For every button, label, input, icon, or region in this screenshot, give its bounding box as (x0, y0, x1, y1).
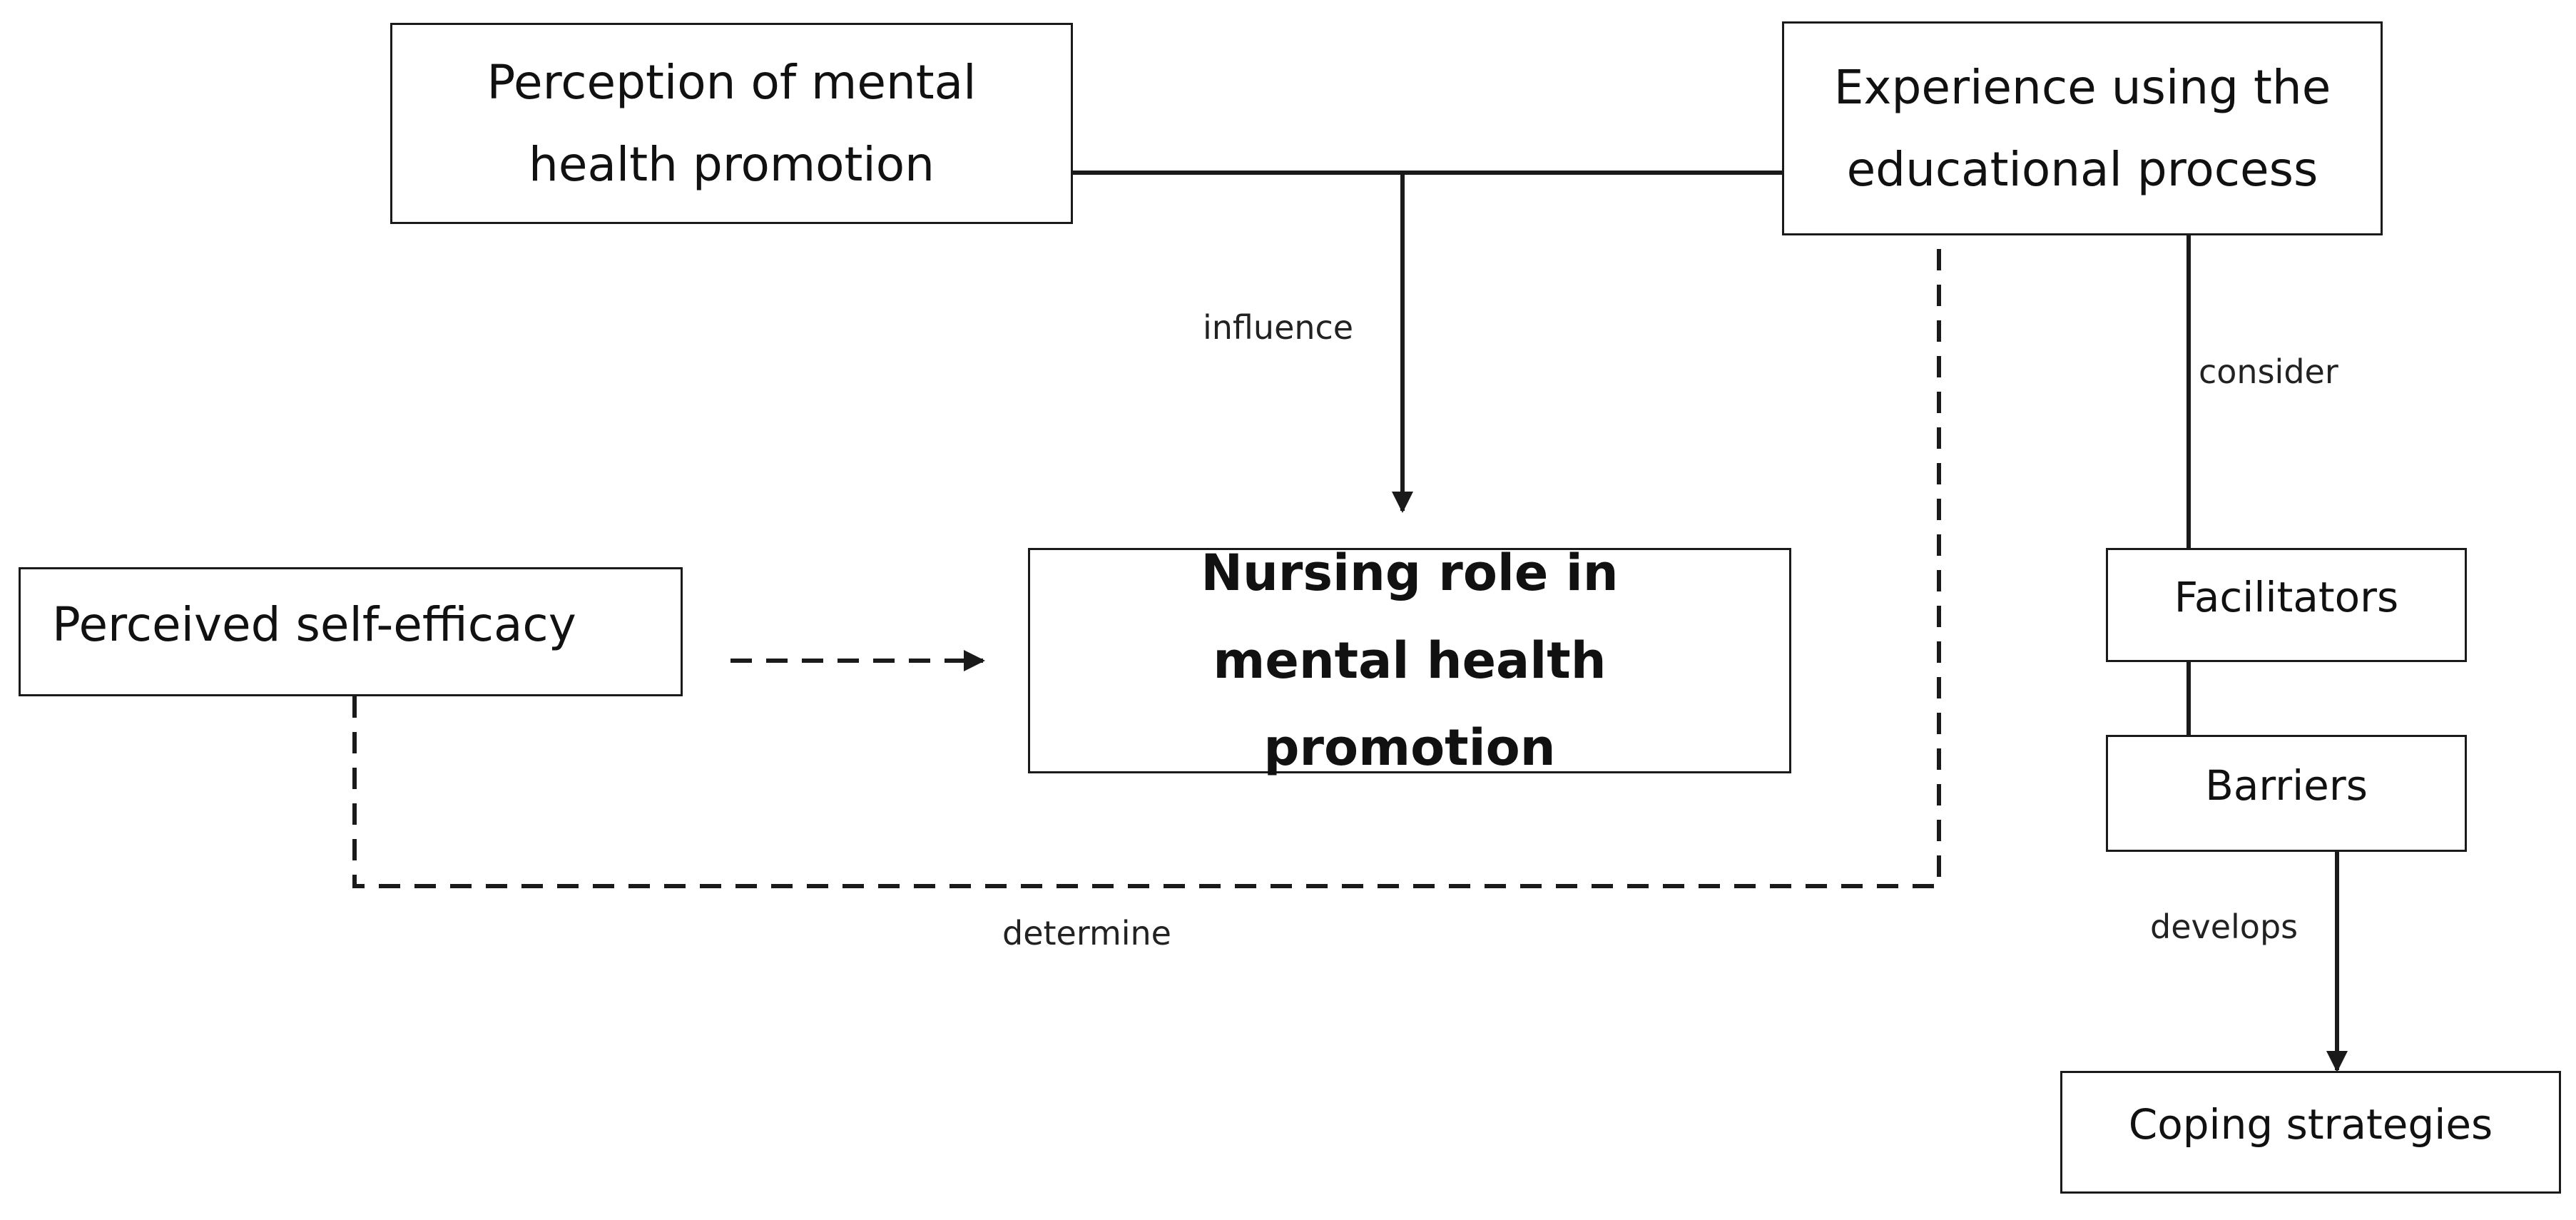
nursing-role-label: Nursing role in mental health promotion (1201, 544, 1619, 778)
facilitators-box: Facilitators (2106, 548, 2467, 662)
experience-label: Experience using the educational process (1833, 59, 2331, 198)
determine-label: determine (1002, 914, 1171, 952)
self-efficacy-box: Perceived self-efficacy (19, 567, 683, 696)
develops-label: develops (2150, 908, 2298, 946)
barriers-box: Barriers (2106, 735, 2467, 852)
determine-dashed-path (352, 235, 1941, 888)
experience-box: Experience using the educational process (1782, 21, 2383, 235)
barriers-label: Barriers (2205, 761, 2368, 810)
coping-box: Coping strategies (2060, 1071, 2561, 1194)
consider-label: consider (2199, 352, 2338, 391)
facilitators-label: Facilitators (2174, 573, 2399, 622)
coping-label: Coping strategies (2128, 1100, 2493, 1149)
self-efficacy-label: Perceived self-efficacy (52, 596, 576, 652)
influence-label: influence (1203, 308, 1354, 347)
perception-label: Perception of mental health promotion (487, 54, 977, 193)
nursing-role-box: Nursing role in mental health promotion (1028, 544, 1791, 777)
perception-box: Perception of mental health promotion (390, 23, 1073, 224)
